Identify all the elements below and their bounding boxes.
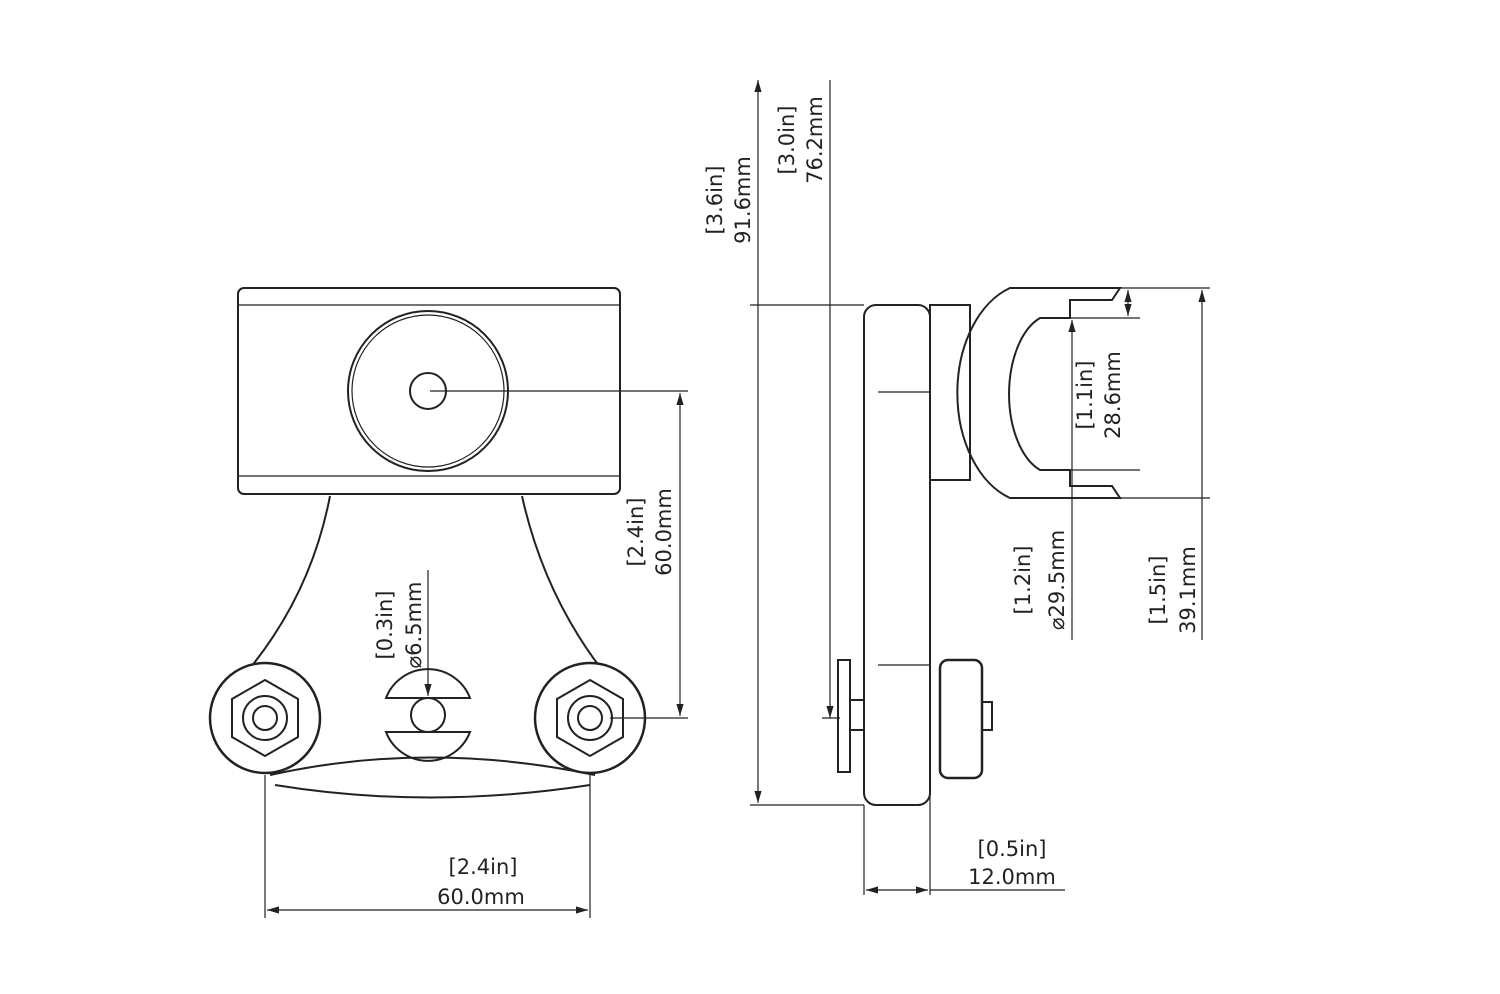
dim-opening-mm: 28.6mm bbox=[1101, 351, 1125, 439]
dim-hole-mm: ⌀6.5mm bbox=[402, 582, 426, 669]
dim-thickness-in: [0.5in] bbox=[978, 837, 1047, 861]
dim-spacing-mm: 60.0mm bbox=[437, 885, 525, 909]
arm-right bbox=[521, 495, 611, 681]
clamp-neck bbox=[929, 304, 971, 481]
dim-spacing-in: [2.4in] bbox=[449, 855, 518, 879]
dim-height-in: [2.4in] bbox=[624, 498, 648, 567]
dim-thickness-mm: 12.0mm bbox=[968, 865, 1056, 889]
dim-opening-in: [1.1in] bbox=[1073, 361, 1097, 430]
arm-left bbox=[239, 495, 331, 681]
dim-plate-mm: 76.2mm bbox=[803, 96, 827, 184]
dim-outer-mm: 39.1mm bbox=[1176, 546, 1200, 634]
front-view bbox=[208, 287, 688, 918]
slot-hole bbox=[384, 668, 472, 762]
mount-plate bbox=[863, 304, 931, 806]
dim-overall-mm: 91.6mm bbox=[731, 156, 755, 244]
knob-left bbox=[208, 661, 322, 775]
clamp-ring bbox=[956, 287, 1122, 499]
dim-plate-in: [3.0in] bbox=[775, 106, 799, 175]
dim-diameter-mm: ⌀29.5mm bbox=[1045, 530, 1069, 630]
dim-overall-in: [3.6in] bbox=[703, 166, 727, 235]
side-view bbox=[750, 80, 1210, 895]
dim-height-mm: 60.0mm bbox=[652, 488, 676, 576]
dim-diameter-in: [1.2in] bbox=[1011, 546, 1035, 615]
dim-outer-in: [1.5in] bbox=[1146, 556, 1170, 625]
side-knob bbox=[938, 658, 984, 780]
dim-hole-in: [0.3in] bbox=[373, 591, 397, 660]
washer bbox=[837, 659, 851, 773]
